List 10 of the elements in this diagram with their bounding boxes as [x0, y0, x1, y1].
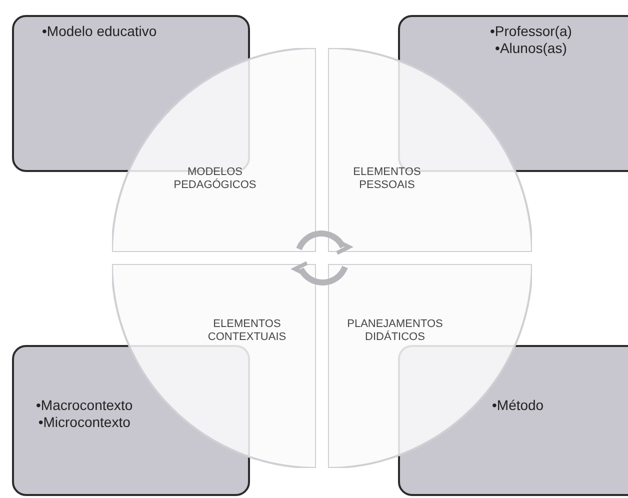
quadrant-label: PLANEJAMENTOS DIDÁTICOS — [346, 318, 444, 344]
bullet-text: •Método — [492, 397, 544, 414]
bullet-text: •Modelo educativo — [42, 23, 157, 40]
bullet-text: •Microcontexto — [37, 414, 132, 431]
quadrant-label: ELEMENTOS PESSOAIS — [352, 166, 422, 192]
quadrant-label: MODELOS PEDAGÓGICOS — [172, 166, 258, 192]
quadrant-label: ELEMENTOS CONTEXTUAIS — [206, 318, 288, 344]
bullet-text: •Alunos(as) — [494, 40, 568, 57]
bullet-text: •Professor(a) — [490, 23, 572, 40]
bullet-text: •Macrocontexto — [36, 397, 133, 414]
